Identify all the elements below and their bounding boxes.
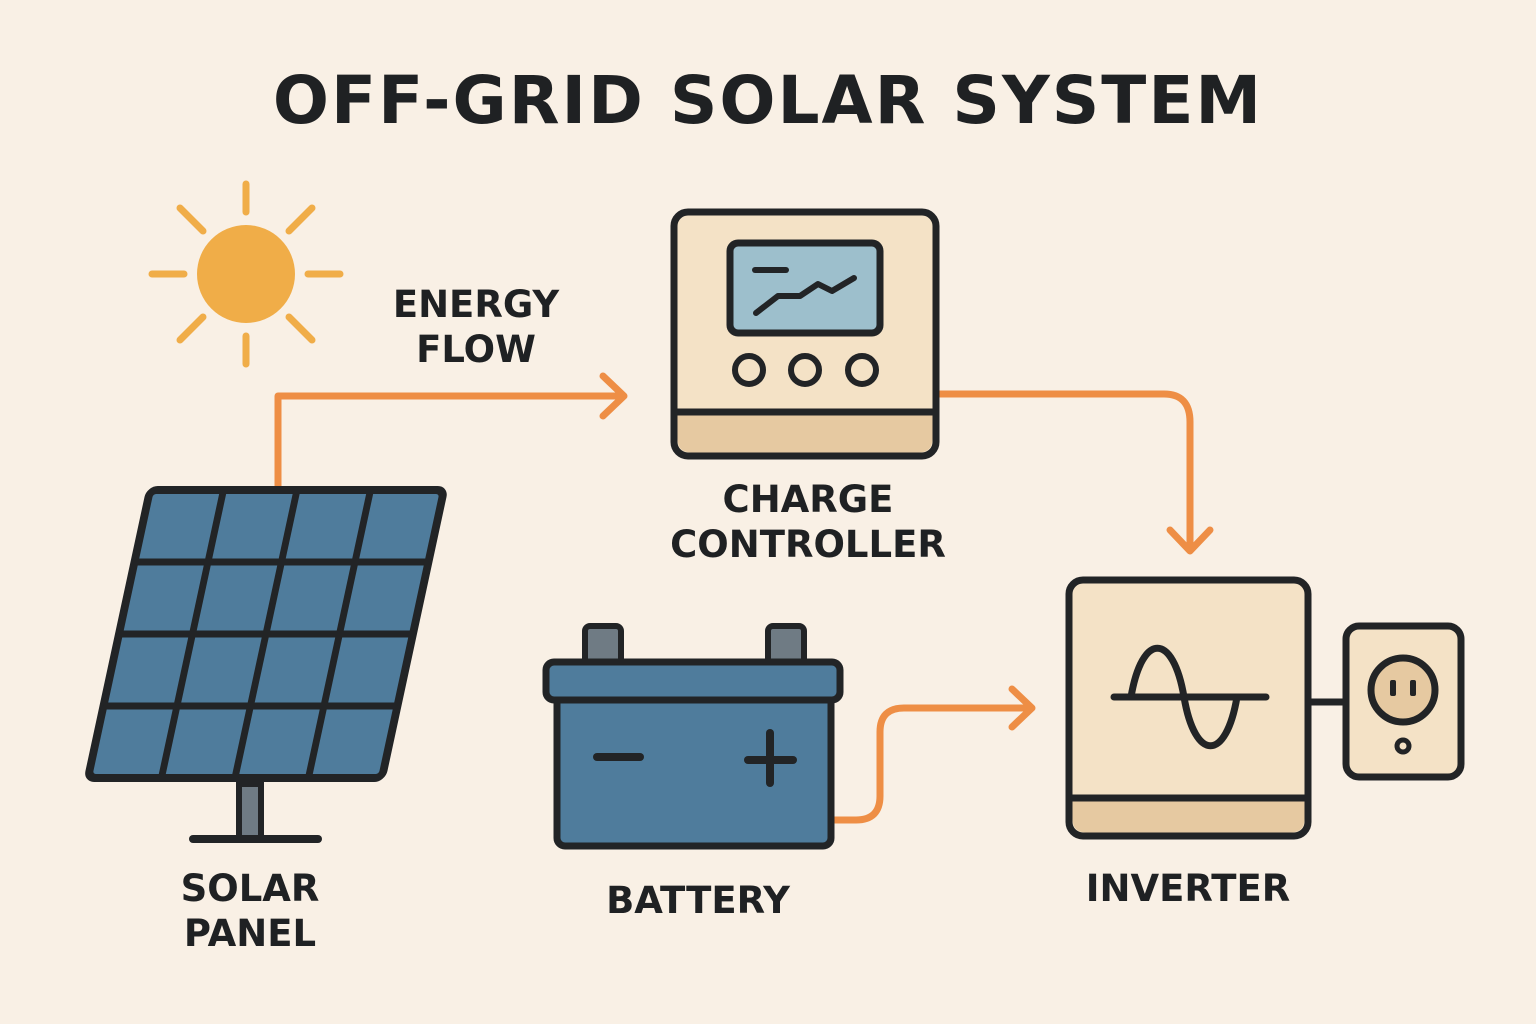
power-outlet-icon: [1342, 622, 1465, 781]
solar-panel-label: SOLAR PANEL: [150, 866, 350, 956]
arrowhead-panel-to-controller: [599, 372, 628, 420]
arrowhead-battery-to-inverter: [1008, 685, 1036, 731]
battery-icon: [542, 623, 844, 850]
arrow-panel-to-controller: [274, 392, 624, 494]
energy-flow-label-line1: ENERGY: [392, 283, 560, 326]
energy-flow-label-line2: FLOW: [416, 328, 536, 372]
solar-panel-icon: [85, 486, 447, 843]
solar-panel-label-line1: SOLAR: [180, 867, 320, 910]
energy-flow-arrows: [274, 372, 1214, 824]
page-title: OFF-GRID SOLAR SYSTEM: [272, 62, 1264, 139]
sun-icon: [148, 180, 344, 368]
charge-controller-label-line2: CONTROLLER: [670, 523, 946, 567]
inverter-icon: [1065, 576, 1346, 840]
arrow-battery-to-inverter: [830, 704, 1034, 824]
charge-controller-icon: [670, 208, 940, 460]
energy-flow-label: ENERGY FLOW: [376, 282, 576, 372]
battery-label: BATTERY: [606, 879, 790, 922]
inverter-label: INVERTER: [1085, 867, 1291, 910]
arrow-controller-to-inverter: [936, 390, 1194, 552]
solar-panel-label-line2: PANEL: [183, 912, 317, 956]
charge-controller-label-line1: CHARGE: [722, 478, 894, 521]
arrowhead-controller-to-inverter: [1166, 526, 1214, 555]
charge-controller-label: CHARGE CONTROLLER: [648, 477, 968, 567]
